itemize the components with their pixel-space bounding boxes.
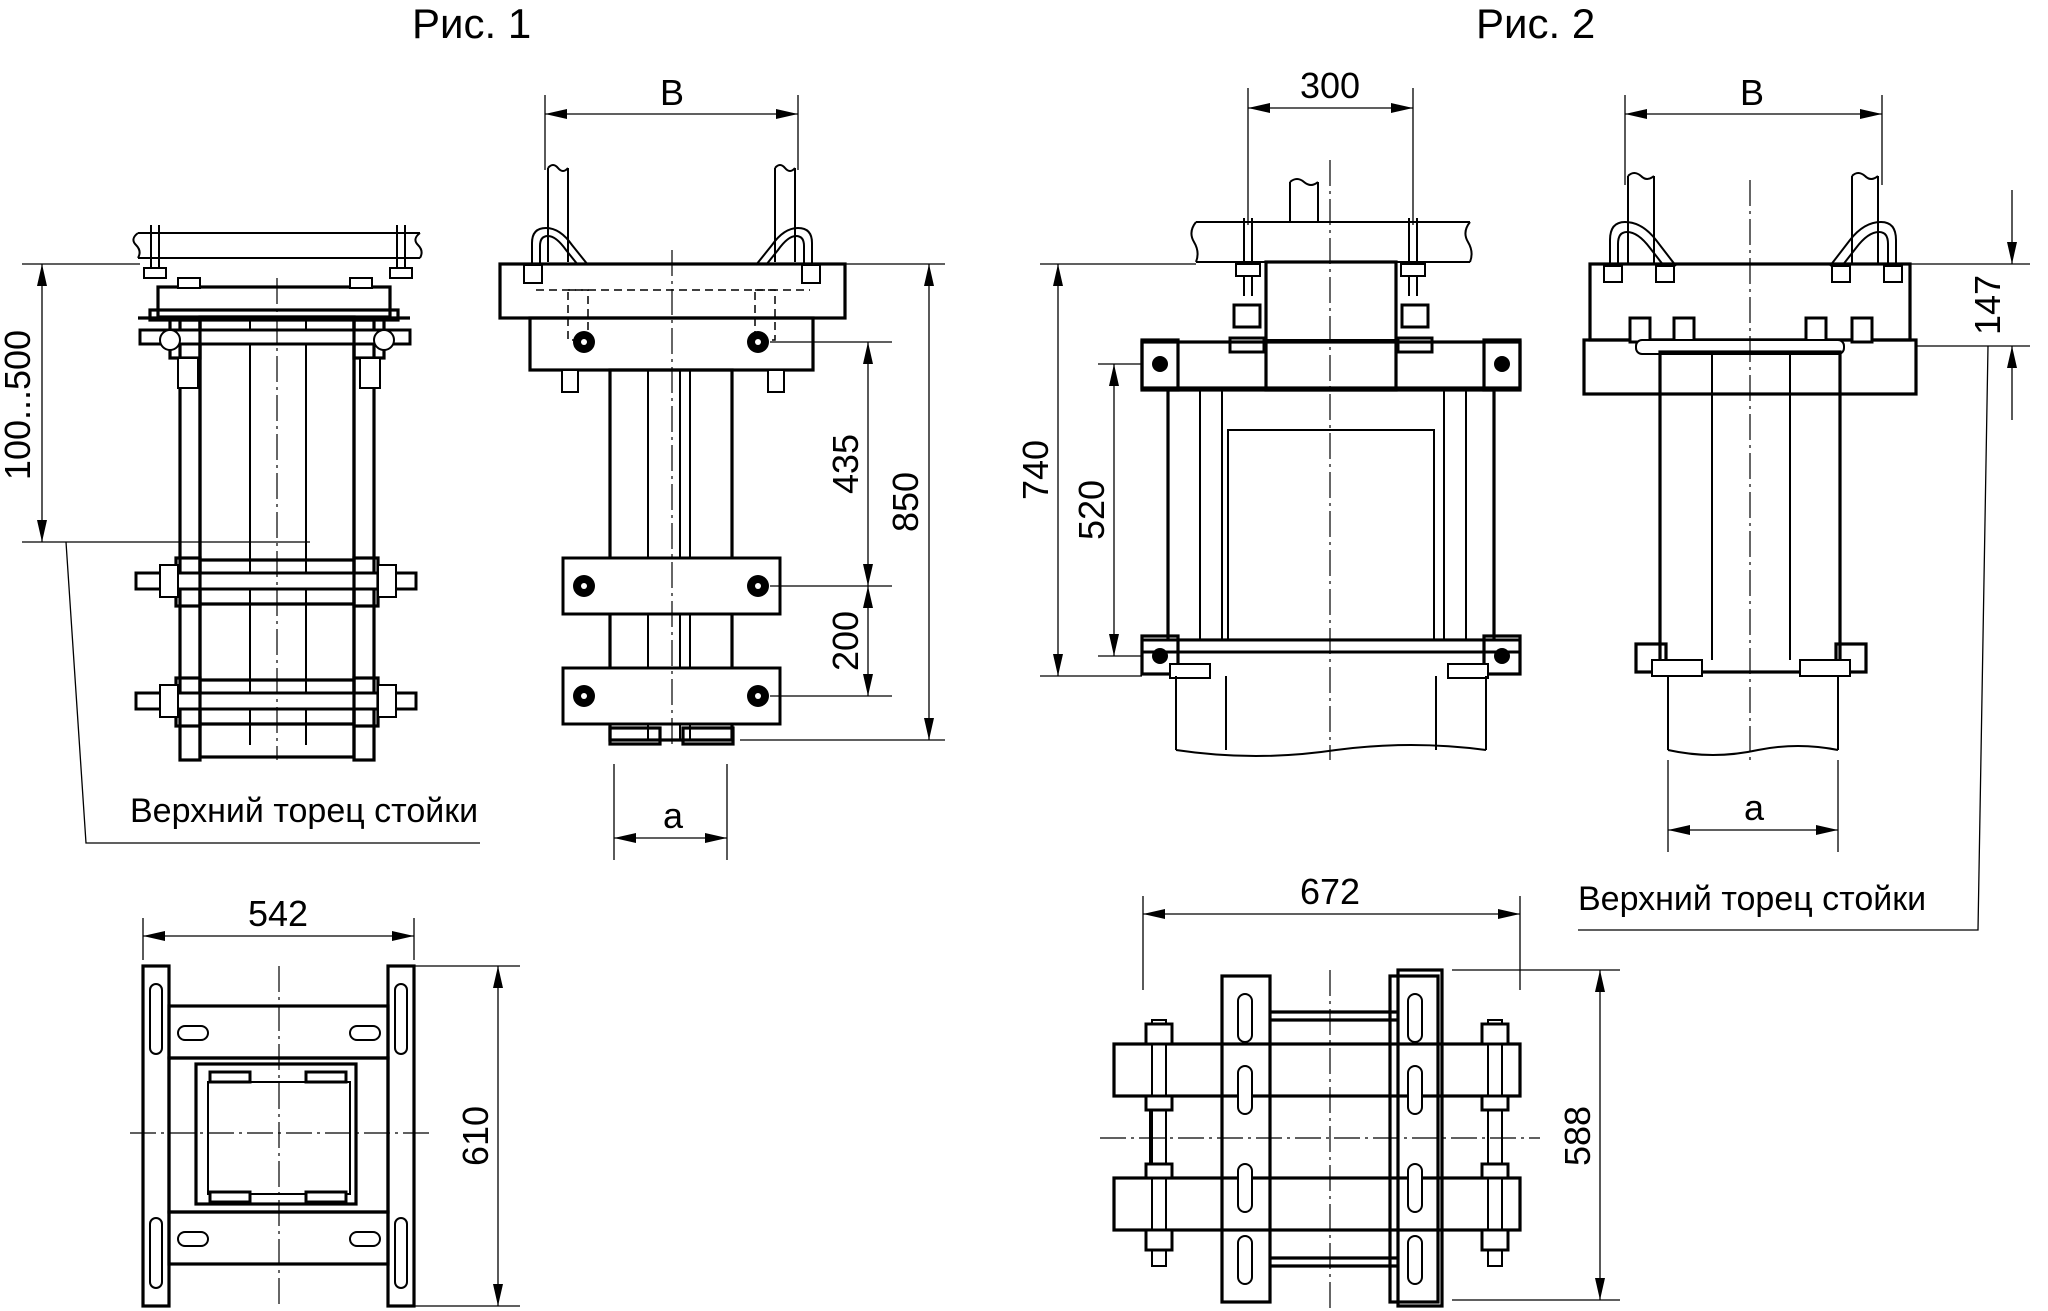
dim-b-fig1: B (660, 72, 684, 113)
dim-a-fig2: a (1744, 787, 1765, 828)
dim-740: 740 (1015, 440, 1056, 500)
fig1-front-view: B (498, 72, 945, 860)
dim-300: 300 (1300, 65, 1360, 106)
fig1-side-view: 100...500 Верхний торец стойки (0, 225, 480, 844)
dim-672: 672 (1300, 871, 1360, 912)
fig2-plan-view: 672 588 (1100, 871, 1620, 1310)
dim-a-fig1: a (663, 795, 684, 836)
dim-200: 200 (825, 611, 866, 671)
dim-147: 147 (1967, 275, 2008, 335)
clamp-bolt (134, 676, 418, 728)
fig1-plan-view: 542 610 (130, 893, 520, 1308)
fig1-top-face-label: Верхний торец стойки (130, 792, 478, 830)
fig1-title: Рис. 1 (412, 0, 531, 47)
u-bolt (143, 225, 413, 279)
dim-610: 610 (455, 1106, 496, 1166)
fig2-front-view: 300 (1015, 65, 1522, 760)
dim-520: 520 (1071, 480, 1112, 540)
dim-542: 542 (248, 893, 308, 934)
dim-435: 435 (825, 434, 866, 494)
fig2-side-view: B 147 (1578, 72, 2030, 931)
fig2-title: Рис. 2 (1476, 0, 1595, 47)
dim-b-fig2: B (1740, 72, 1764, 113)
stud-group (1144, 1019, 1510, 1267)
dim-588: 588 (1557, 1106, 1598, 1166)
dim-850: 850 (885, 472, 926, 532)
dim-100-500: 100...500 (0, 330, 38, 480)
fig2-top-face-label: Верхний торец стойки (1578, 880, 1926, 918)
clamp-bolt (134, 556, 418, 608)
